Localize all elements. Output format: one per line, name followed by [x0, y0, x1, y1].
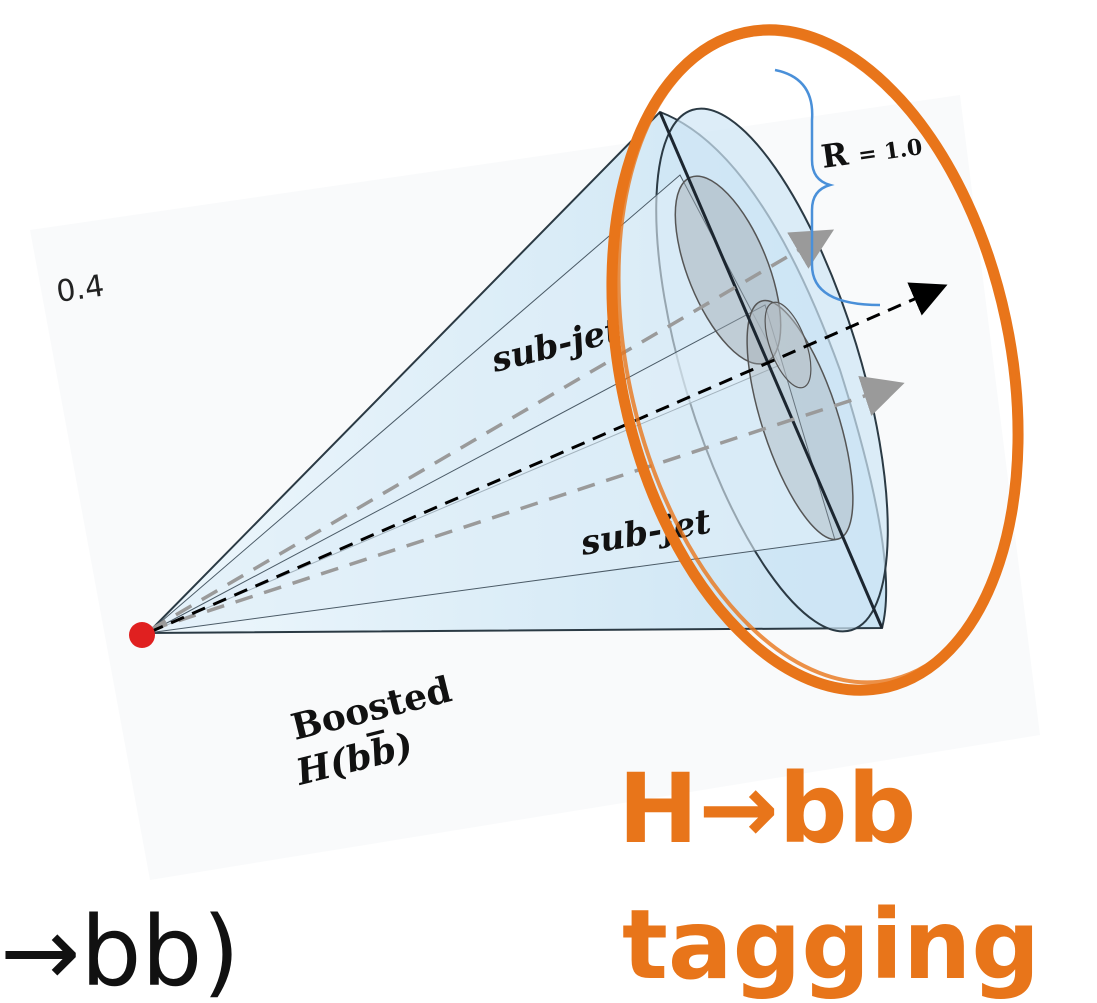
origin-dot: [129, 622, 155, 648]
highlight-ellipse-stroke2: [616, 31, 1020, 685]
tag-line2: tagging: [622, 889, 1040, 1001]
tag-line1: H→bb: [618, 753, 916, 865]
base-diameter-line: [658, 111, 884, 629]
black-jet-axis-arrow: [149, 282, 948, 634]
lower-subjet-cone: [147, 304, 836, 634]
r-large-prefix: R: [819, 135, 851, 176]
grey-axis-arrow-lower: [149, 375, 905, 632]
grey-axis-arrow-upper: [149, 229, 835, 632]
central-small-ellipse: [764, 301, 812, 389]
r-small-label: 0.4: [54, 269, 106, 310]
left-caption: →bb): [0, 896, 240, 1003]
radius-brace: [774, 68, 881, 307]
